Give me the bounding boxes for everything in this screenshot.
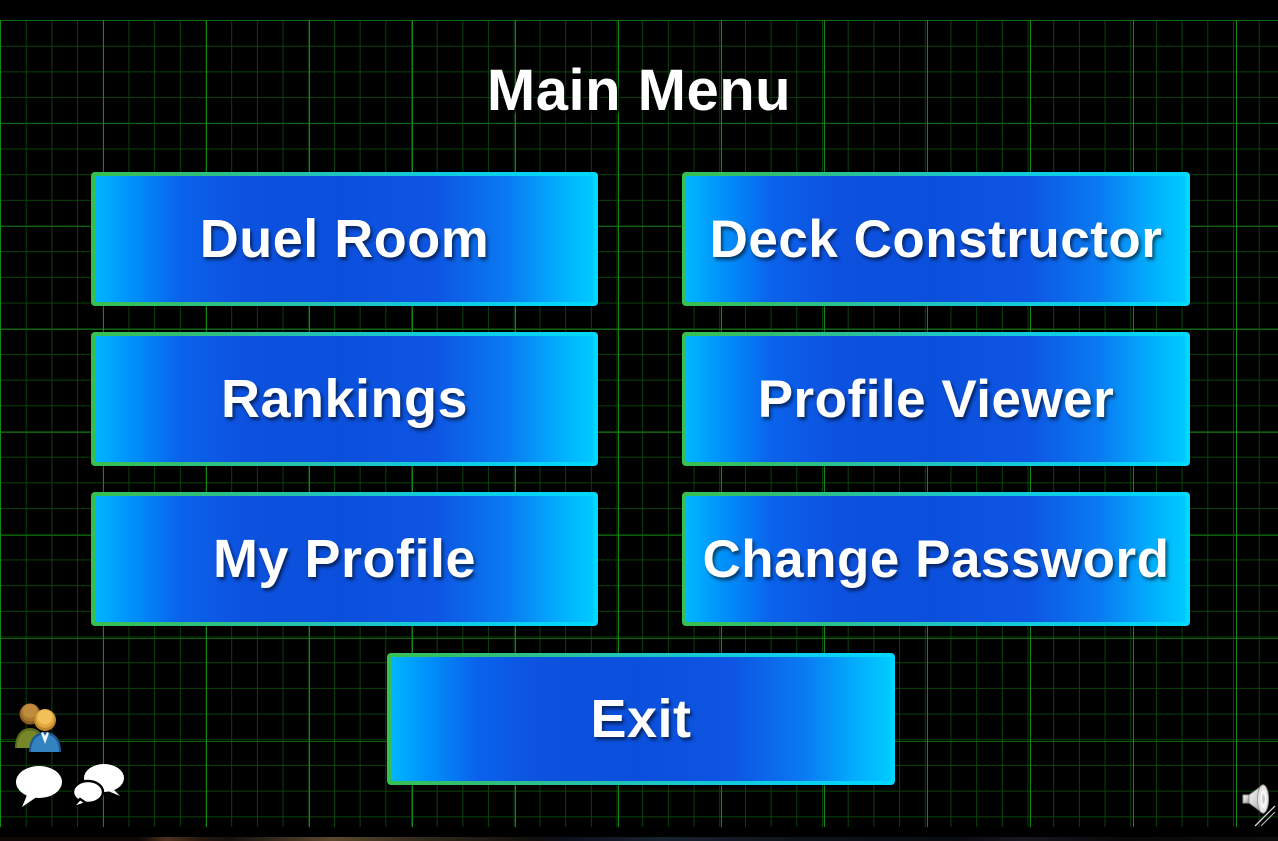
menu-button-duel-room[interactable]: Duel Room [91,172,598,306]
menu-button-change-password[interactable]: Change Password [682,492,1190,626]
button-face: Deck Constructor [686,176,1186,302]
chat-bubbles-icon[interactable] [68,762,126,810]
background-content-sliver [0,837,1278,841]
menu-button-label: Rankings [220,369,469,429]
menu-button-label: Deck Constructor [709,209,1163,269]
menu-button-label: Change Password [702,529,1170,589]
menu-button-exit[interactable]: Exit [387,653,895,785]
chat-bubble-icon[interactable] [12,762,64,810]
menu-button-deck-constructor[interactable]: Deck Constructor [682,172,1190,306]
speaker-icon[interactable] [1240,782,1272,816]
menu-button-profile-viewer[interactable]: Profile Viewer [682,332,1190,466]
button-face: Rankings [95,336,594,462]
menu-button-label: Duel Room [199,209,490,269]
menu-button-label: Exit [590,689,692,749]
button-face: Profile Viewer [686,336,1186,462]
window-top-bar [0,0,1278,20]
menu-button-label: Profile Viewer [757,369,1115,429]
menu-button-rankings[interactable]: Rankings [91,332,598,466]
button-face: Duel Room [95,176,594,302]
button-face: Exit [391,657,891,781]
button-face: My Profile [95,496,594,622]
resize-grip[interactable] [1254,805,1276,827]
users-icon[interactable] [10,702,66,754]
menu-button-label: My Profile [212,529,477,589]
menu-button-my-profile[interactable]: My Profile [91,492,598,626]
page-title: Main Menu [486,58,792,123]
button-face: Change Password [686,496,1186,622]
